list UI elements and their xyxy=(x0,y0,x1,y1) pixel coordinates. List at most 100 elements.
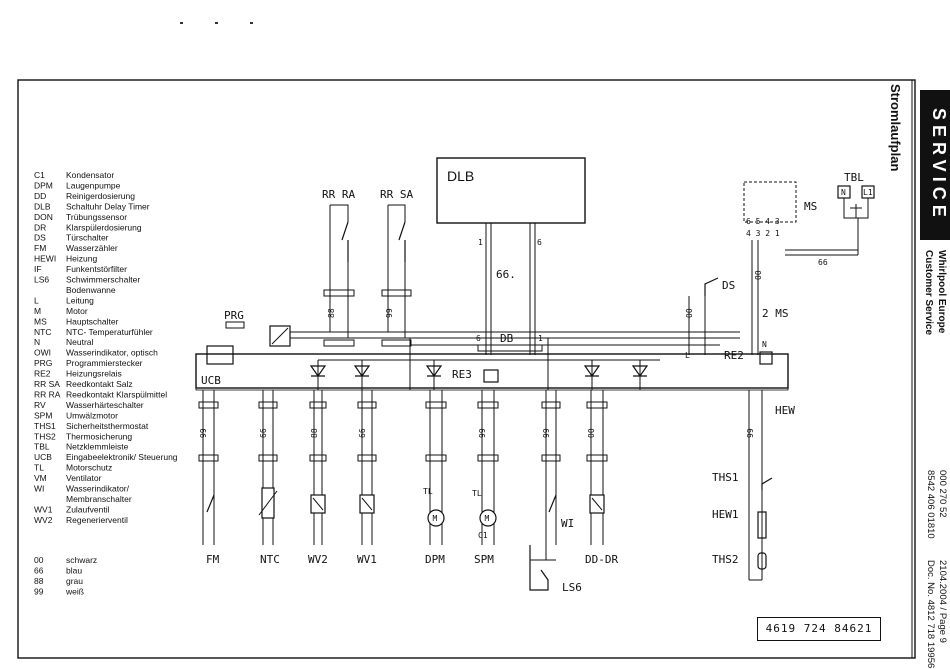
ths1-label: THS1 xyxy=(712,471,739,484)
legend-description: Bodenwanne xyxy=(66,285,116,295)
legend-description: Reinigerdosierung xyxy=(66,191,135,201)
load-wire-color: 99 xyxy=(199,428,208,438)
load-connector xyxy=(425,401,447,409)
legend-description: Kondensator xyxy=(66,170,114,180)
brand-line-2: Customer Service xyxy=(923,250,934,336)
color-name: schwarz xyxy=(66,555,97,565)
ls6-switch xyxy=(529,545,549,591)
c1-label: C1 xyxy=(478,531,488,540)
dd-dr-label: DD-DR xyxy=(585,553,618,566)
color-code: 00 xyxy=(34,555,44,565)
legend-description: Schaltuhr Delay Timer xyxy=(66,201,150,211)
ucb-chip xyxy=(206,345,234,365)
filter-box xyxy=(269,325,291,347)
triac-row xyxy=(309,338,649,390)
legend-code: NTC xyxy=(34,327,51,337)
ucb-board-lower xyxy=(195,353,789,391)
page-line-1: 2104.2004 / Page 9 xyxy=(937,560,948,643)
load-connector xyxy=(541,454,561,462)
re3-label: RE3 xyxy=(452,368,472,381)
re2-relay xyxy=(759,351,773,365)
ls6-label: LS6 xyxy=(562,581,582,594)
db-pin-1: 1 xyxy=(478,238,483,247)
legend-description: Umwälzmotor xyxy=(66,410,118,420)
brand-line-1: Whirlpool Europe xyxy=(936,250,947,334)
color-name: weiß xyxy=(65,587,84,597)
reed-switch xyxy=(341,221,349,262)
wi-label: WI xyxy=(561,517,574,530)
reed-connector xyxy=(381,289,412,297)
legend-code: FM xyxy=(34,243,46,253)
triac-symbol xyxy=(583,365,601,378)
motor-symbol xyxy=(479,509,497,527)
prg-connector xyxy=(225,321,245,329)
motor-symbol xyxy=(427,509,445,527)
color-name: blau xyxy=(66,566,82,576)
load-connector xyxy=(586,401,608,409)
legend-description: Eingabeelektronik/ Steuerung xyxy=(66,452,178,462)
reed-wire-color: 88 xyxy=(327,308,336,318)
ucb-n-mark: N xyxy=(762,340,767,349)
legend-description: Heizungsrelais xyxy=(66,369,122,379)
legend-description: Laugenpumpe xyxy=(66,180,121,190)
re2-label: RE2 xyxy=(724,349,744,362)
legend-description: Reedkontakt Salz xyxy=(66,379,133,389)
load-wire-color: 99 xyxy=(542,428,551,438)
color-code: 99 xyxy=(34,587,44,597)
rr-ra-label: RR RA xyxy=(322,188,355,201)
legend-description: Ventilator xyxy=(66,473,102,483)
legend-code: RV xyxy=(34,400,46,410)
load-connector xyxy=(198,401,219,409)
spm-label: SPM xyxy=(474,553,494,566)
color-code: 66 xyxy=(34,566,44,576)
legend-code: THS2 xyxy=(34,431,56,441)
motor-mark: M xyxy=(433,514,438,523)
wv1-label: WV1 xyxy=(357,553,377,566)
legend-code: TL xyxy=(34,463,44,473)
ms-pins: 6 5 4 3 xyxy=(746,217,780,226)
valve-mark xyxy=(591,497,603,511)
motor-mark: M xyxy=(485,514,490,523)
legend-code: DON xyxy=(34,212,53,222)
hew-label: HEW xyxy=(775,404,795,417)
page-line-2: Doc. No. 4812 718 19956 xyxy=(925,560,936,669)
rr-sa-label: RR SA xyxy=(380,188,413,201)
load-wire-color: 66 xyxy=(259,428,268,438)
legend-code: OWI xyxy=(34,348,51,358)
load-connector xyxy=(309,454,327,462)
legend-code: TBL xyxy=(34,442,50,452)
service-label: SERVICE xyxy=(929,108,949,222)
reed-top-wire xyxy=(330,204,349,222)
legend-description: Leitung xyxy=(66,295,94,305)
load-connector xyxy=(357,401,377,409)
hew-wire-color: 99 xyxy=(746,428,755,438)
legend-description: NTC- Temperaturfühler xyxy=(66,327,153,337)
color-name: grau xyxy=(66,576,83,586)
dlb-label: DLB xyxy=(447,168,474,184)
legend-code: IF xyxy=(34,264,42,274)
legend-description: Trübungssensor xyxy=(66,212,127,222)
legend-code: C1 xyxy=(34,170,45,180)
ths1-switch xyxy=(761,477,773,490)
load-wire-color: 66 xyxy=(358,428,367,438)
legend-description: Membranschalter xyxy=(66,494,132,504)
legend-code: WV1 xyxy=(34,504,53,514)
legend-description: Thermosicherung xyxy=(66,431,132,441)
legend-code: MS xyxy=(34,316,47,326)
ms-pin-label: 2 MS xyxy=(762,307,789,320)
ds-wire-color: 00 xyxy=(685,308,694,318)
triac-symbol xyxy=(631,365,649,378)
ths2-label: THS2 xyxy=(712,553,739,566)
tl-spm-label: TL xyxy=(472,489,482,498)
plan-title: Stromlaufplan xyxy=(888,84,903,172)
load-wire-color: 88 xyxy=(310,428,319,438)
load-connector xyxy=(425,454,447,462)
tl-dpm-label: TL xyxy=(423,487,433,496)
load-wire-color: 99 xyxy=(478,428,487,438)
service-banner xyxy=(920,90,950,240)
ntc-label: NTC xyxy=(260,553,280,566)
prg-label: PRG xyxy=(224,309,244,322)
ms-tbl-wire-color: 66 xyxy=(818,258,828,267)
